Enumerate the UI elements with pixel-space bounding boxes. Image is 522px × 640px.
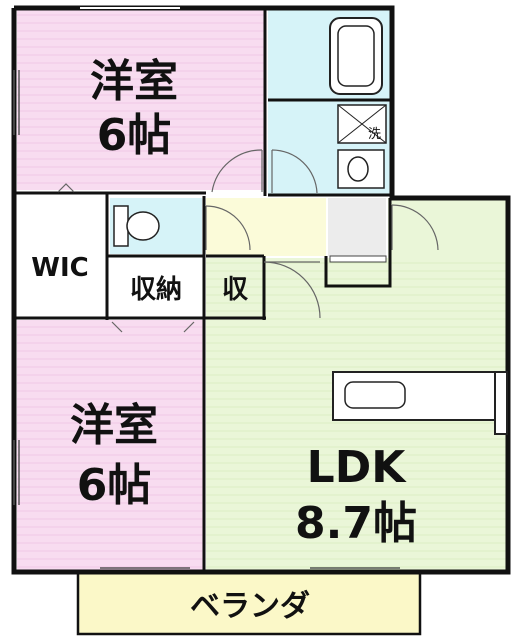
closet-label: 収納 [130,274,182,305]
bedroom-bottom-floor [17,320,205,570]
veranda-outline [76,570,422,636]
bedroom-bottom-size: 6帖 [77,460,152,511]
hall-floor [206,198,326,256]
bedroom-bottom-name: 洋室 [70,400,158,451]
bedroom-top-floor [17,10,265,190]
bedroom-top-name: 洋室 [90,56,178,107]
entry-step [329,255,387,263]
washer-label: 洗 [368,127,381,142]
vanity-sink [337,149,385,189]
windows [13,7,400,569]
ldk-size: 8.7帖 [295,498,417,549]
entry-floor [328,198,386,256]
bathtub [329,17,383,95]
toilet [113,205,160,247]
wic-floor [17,196,105,316]
wic-label: WIC [31,253,88,283]
veranda-floor [78,572,420,634]
exterior-walls [11,5,511,575]
kitchen-counter [332,371,504,421]
closet-floor [110,258,202,318]
doors [57,149,439,333]
interior-walls [14,8,392,572]
bedroom-top-size: 6帖 [97,110,172,161]
ldk-name: LDK [307,442,408,493]
small-storage-label: 収 [222,275,249,305]
veranda-label: ベランダ [190,589,310,624]
